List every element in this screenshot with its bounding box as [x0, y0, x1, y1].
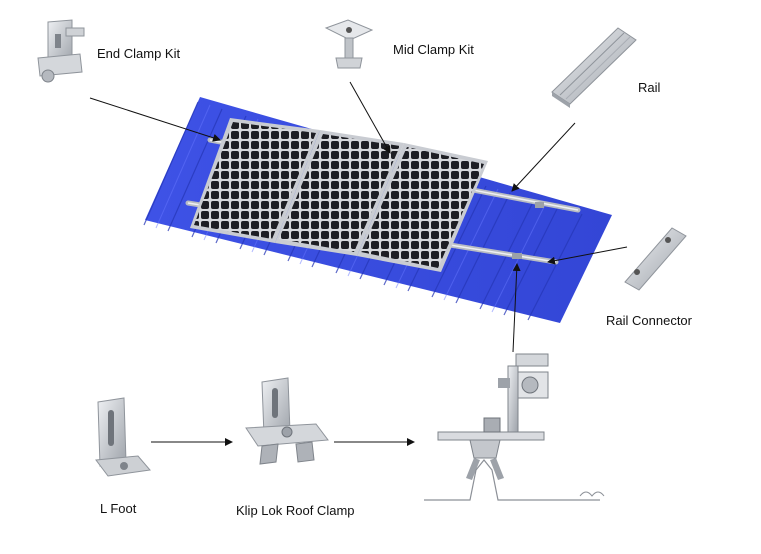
label-rail: Rail	[638, 80, 660, 95]
l-foot-icon	[96, 398, 150, 476]
label-klip-lok-roof-clamp: Klip Lok Roof Clamp	[236, 503, 355, 518]
rail-connector-icon	[625, 228, 686, 290]
solar-panel-array	[190, 118, 488, 272]
arrow-rail	[512, 123, 575, 191]
rail-icon	[552, 28, 636, 108]
rail-splice	[535, 202, 544, 208]
end-clamp-kit-icon	[38, 20, 84, 82]
label-l-foot: L Foot	[100, 501, 136, 516]
rail-splice	[512, 253, 522, 259]
label-mid-clamp-kit: Mid Clamp Kit	[393, 42, 474, 57]
klip-lok-roof-clamp-icon	[246, 378, 328, 464]
assembled-section-view	[424, 354, 604, 500]
mid-clamp-kit-icon	[326, 20, 372, 68]
label-end-clamp-kit: End Clamp Kit	[97, 46, 180, 61]
label-rail-connector: Rail Connector	[606, 313, 692, 328]
